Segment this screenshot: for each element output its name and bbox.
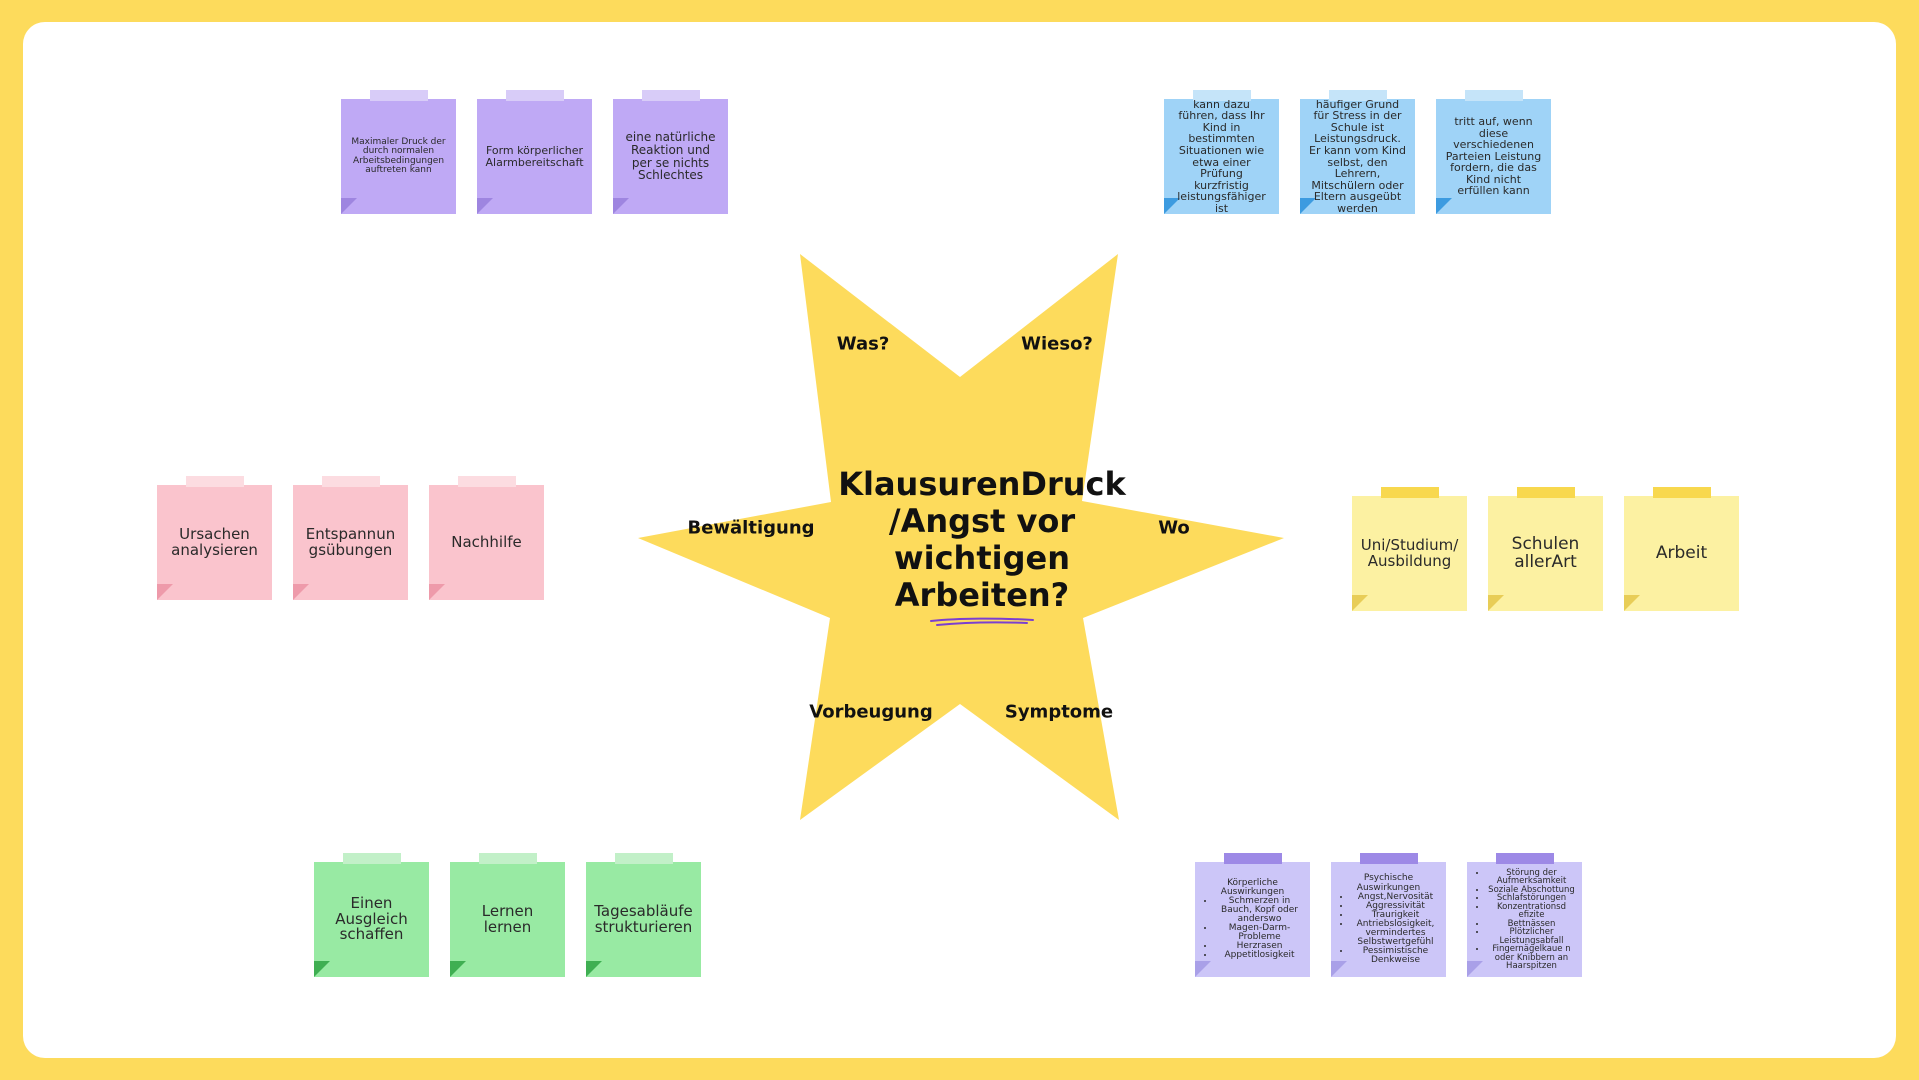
branch-label-bewaeltigung: Bewältigung (687, 517, 815, 539)
list-item: Aggressivität (1351, 901, 1440, 911)
note-heading: Psychische Auswirkungen (1356, 873, 1421, 893)
list-item: Appetitlosigkeit (1215, 951, 1304, 960)
central-star-shape (638, 254, 1284, 820)
mindmap-board: Was? Wieso? Bewältigung Wo Vorbeugung Sy… (23, 22, 1896, 1058)
note-bewaeltigung-3: Nachhilfe (429, 476, 544, 600)
branch-label-wieso: Wieso? (1021, 333, 1093, 355)
branch-label-vorbeugung: Vorbeugung (809, 701, 933, 723)
note-vorbeugung-1: Einen Ausgleich schaffen (314, 853, 429, 977)
note-bewaeltigung-1: Ursachen analysieren (157, 476, 272, 600)
note-symptome-psychisch: Psychische Auswirkungen Angst,Nervosität… (1331, 853, 1446, 977)
note-text: Lernen lernen (481, 901, 534, 936)
note-heading: Körperliche Auswirkungen (1220, 877, 1285, 897)
note-text: Arbeit (1655, 542, 1708, 563)
note-wieso-2: häufiger Grund für Stress in der Schule … (1300, 90, 1415, 215)
list-item: Fingernägelkaue n oder Knibbern an Haars… (1487, 945, 1576, 971)
list-item: Bettnässen (1487, 919, 1576, 929)
note-bewaeltigung-2: Entspannungsübungen (293, 476, 408, 600)
note-wieso-1: kann dazu führen, dass Ihr Kind in besti… (1164, 90, 1279, 215)
note-text: Schulen allerArt (1511, 533, 1580, 572)
note-text: Ursachen analysieren (171, 524, 258, 559)
list-item: Soziale Abschottung (1487, 885, 1576, 895)
central-topic: KlausurenDruck /Angst vor wichtigen Arbe… (832, 466, 1132, 614)
note-vorbeugung-2: Lernen lernen (450, 853, 565, 977)
list-item: Magen-Darm-Probleme (1215, 924, 1304, 942)
note-text: Nachhilfe (451, 532, 522, 551)
list-item: Plötzlicher Leistungsabfall (1487, 928, 1576, 945)
list-item: Herzrasen (1215, 942, 1304, 951)
branch-label-symptome: Symptome (1004, 701, 1114, 723)
list-item: Störung der Aufmerksamkeit (1487, 868, 1576, 886)
list-item: Schlafstörungen (1487, 894, 1576, 903)
branch-label-wo: Wo (1158, 517, 1190, 539)
note-symptome-koerperlich: Körperliche Auswirkungen Schmerzen in Ba… (1195, 853, 1310, 977)
list-item: Schmerzen in Bauch, Kopf oder anderswo (1215, 897, 1304, 924)
central-topic-line: KlausurenDruck (838, 465, 1126, 503)
central-topic-line: wichtigen (894, 539, 1070, 577)
note-text: häufiger Grund für Stress in der Schule … (1309, 97, 1407, 215)
note-text: kann dazu führen, dass Ihr Kind in besti… (1177, 97, 1266, 215)
note-text: Tagesabläufe strukturieren (594, 901, 693, 936)
note-was-1: Maximaler Druck der durch normalen Arbei… (341, 90, 456, 214)
note-text: Uni/Studium/ Ausbildung (1360, 535, 1459, 570)
note-text: Form körperlicher Alarmbereitschaft (485, 143, 584, 169)
central-topic-line: Arbeiten? (894, 576, 1070, 614)
note-text: eine natürliche Reaktion und per se nich… (625, 130, 716, 183)
note-vorbeugung-3: Tagesabläufe strukturieren (586, 853, 701, 977)
note-was-3: eine natürliche Reaktion und per se nich… (613, 90, 728, 214)
list-item: Traurigkeit (1351, 910, 1440, 920)
note-wo-3: Arbeit (1624, 487, 1739, 611)
note-wo-2: Schulen allerArt (1488, 487, 1603, 611)
note-text: Entspannungsübungen (305, 524, 396, 559)
note-text: Einen Ausgleich schaffen (335, 893, 408, 944)
scribble-underline (930, 617, 1034, 626)
central-topic-line: /Angst vor (888, 502, 1076, 540)
note-symptome-weitere: Störung der Aufmerksamkeit Soziale Absch… (1467, 853, 1582, 977)
list-item: Pessimistische Denkweise (1351, 946, 1440, 965)
note-text: Maximaler Druck der durch normalen Arbei… (351, 136, 446, 175)
list-item: Antriebslosigkeit, vermindertes Selbstwe… (1351, 919, 1440, 947)
note-text: tritt auf, wenn diese verschiedenen Part… (1445, 115, 1542, 198)
note-wieso-3: tritt auf, wenn diese verschiedenen Part… (1436, 90, 1551, 214)
note-was-2: Form körperlicher Alarmbereitschaft (477, 90, 592, 214)
list-item: Konzentrationsd efizite (1487, 902, 1576, 920)
note-wo-1: Uni/Studium/ Ausbildung (1352, 487, 1467, 611)
branch-label-was: Was? (836, 333, 890, 355)
list-item: Angst,Nervosität (1351, 892, 1440, 902)
